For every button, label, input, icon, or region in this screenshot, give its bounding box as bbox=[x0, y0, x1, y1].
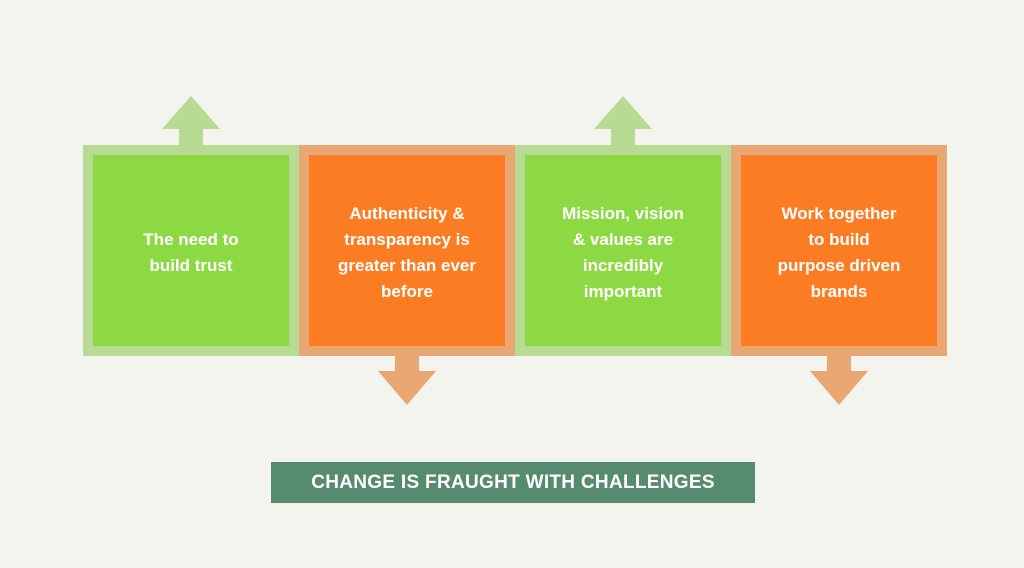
down-arrow-2 bbox=[378, 352, 436, 405]
step-block-4-inner: Work together to build purpose driven br… bbox=[741, 155, 937, 346]
step-block-3: Mission, vision & values are incredibly … bbox=[515, 145, 731, 356]
step-block-1-label: The need to build trust bbox=[143, 230, 239, 275]
step-block-2-inner: Authenticity & transparency is greater t… bbox=[309, 155, 505, 346]
step-block-2: Authenticity & transparency is greater t… bbox=[299, 145, 515, 356]
challenge-banner: CHANGE IS FRAUGHT WITH CHALLENGES bbox=[271, 462, 755, 503]
step-block-2-label: Authenticity & transparency is greater t… bbox=[338, 204, 476, 301]
down-arrow-2-shape bbox=[378, 352, 436, 405]
step-block-3-inner: Mission, vision & values are incredibly … bbox=[525, 155, 721, 346]
step-block-4-label: Work together to build purpose driven br… bbox=[777, 204, 901, 301]
step-block-3-label: Mission, vision & values are incredibly … bbox=[562, 204, 684, 301]
down-arrow-4-shape bbox=[810, 352, 868, 405]
step-block-1: The need to build trust bbox=[83, 145, 299, 356]
up-arrow-3 bbox=[594, 96, 652, 148]
up-arrow-1-shape bbox=[162, 96, 220, 148]
step-block-1-inner: The need to build trust bbox=[93, 155, 289, 346]
up-arrow-3-shape bbox=[594, 96, 652, 148]
down-arrow-4 bbox=[810, 352, 868, 405]
up-arrow-1 bbox=[162, 96, 220, 148]
step-block-4: Work together to build purpose driven br… bbox=[731, 145, 947, 356]
